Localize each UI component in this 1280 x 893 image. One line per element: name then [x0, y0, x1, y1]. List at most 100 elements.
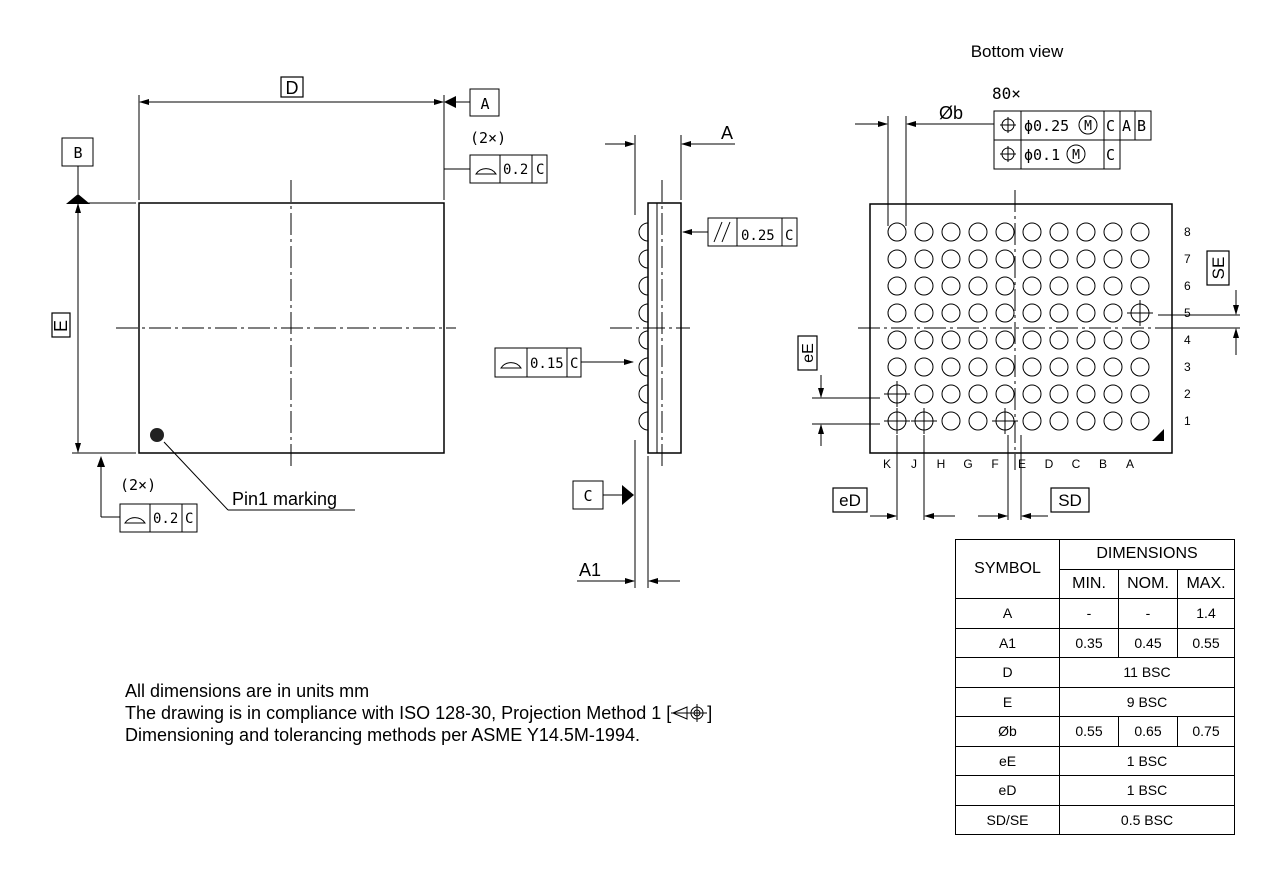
solder-ball [995, 357, 1015, 377]
solder-ball [1076, 303, 1096, 323]
solder-ball [1076, 357, 1096, 377]
solder-ball [1076, 276, 1096, 296]
dim-symbol: Øb [955, 716, 1060, 747]
pin1-corner-mark [1152, 429, 1164, 441]
solder-ball [941, 222, 961, 242]
column-label: K [883, 457, 891, 471]
label-eE: eE [800, 343, 817, 363]
dim-value: 11 BSC [1059, 657, 1235, 688]
dim-value: 1 BSC [1059, 745, 1235, 776]
row-label: 2 [1184, 387, 1191, 401]
solder-ball [941, 384, 961, 404]
side-ball [638, 222, 649, 242]
row-label: 6 [1184, 279, 1191, 293]
side-ball [638, 384, 649, 404]
count-2x-top: (2×) [470, 129, 506, 147]
solder-ball [1076, 330, 1096, 350]
column-label: E [1018, 457, 1026, 471]
min-header: MIN. [1059, 568, 1119, 599]
note-projection-end: ] [707, 703, 713, 723]
nom-header: NOM. [1118, 568, 1178, 599]
side-ball [638, 303, 649, 323]
position-value-2: ϕ0.1 [1024, 146, 1060, 164]
solder-ball [887, 222, 907, 242]
solder-ball [1103, 357, 1123, 377]
solder-ball [968, 303, 988, 323]
side-ball [638, 276, 649, 296]
solder-ball [1049, 330, 1069, 350]
solder-ball [1022, 249, 1042, 269]
position-value-1: ϕ0.25 [1024, 117, 1069, 135]
note-projection: The drawing is in compliance with ISO 12… [125, 702, 712, 724]
solder-ball [887, 249, 907, 269]
solder-ball [968, 276, 988, 296]
column-label: D [1045, 457, 1054, 471]
solder-ball [968, 357, 988, 377]
label-E: E [51, 320, 71, 332]
datum-A: A [480, 95, 489, 113]
count-80x: 80× [992, 84, 1021, 103]
solder-ball [1022, 222, 1042, 242]
mmc-2: M [1072, 148, 1080, 163]
dim-symbol: eD [955, 775, 1060, 806]
flatness-datum-bottom: C [185, 511, 193, 527]
count-2x-bottom: (2×) [120, 476, 156, 494]
label-SD: SD [1058, 491, 1082, 510]
max-header: MAX. [1177, 568, 1235, 599]
dim-min: - [1059, 598, 1119, 629]
flatness-datum-side: C [570, 356, 578, 372]
solder-ball [1076, 249, 1096, 269]
dim-nom: 0.65 [1118, 716, 1178, 747]
dim-symbol: A1 [955, 627, 1060, 658]
dim-max: 0.75 [1177, 716, 1235, 747]
solder-ball [941, 357, 961, 377]
flatness-value-bottom: 0.2 [153, 511, 178, 527]
label-A: A [721, 123, 733, 143]
solder-ball [914, 222, 934, 242]
dim-max: 0.55 [1177, 627, 1235, 658]
solder-ball [1049, 303, 1069, 323]
solder-ball [1130, 222, 1150, 242]
column-label: H [937, 457, 946, 471]
solder-ball [1022, 303, 1042, 323]
label-eD: eD [839, 491, 861, 510]
dim-symbol: SD/SE [955, 804, 1060, 835]
solder-ball [914, 357, 934, 377]
flatness-value-side: 0.15 [530, 356, 564, 372]
solder-ball [941, 276, 961, 296]
bottom-view-title: Bottom view [971, 42, 1064, 61]
note-projection-text: The drawing is in compliance with ISO 12… [125, 703, 672, 723]
symbol-header: SYMBOL [955, 539, 1060, 599]
dim-symbol: eE [955, 745, 1060, 776]
column-label: B [1099, 457, 1107, 471]
dim-value: 1 BSC [1059, 775, 1235, 806]
solder-ball [1022, 276, 1042, 296]
dim-symbol: E [955, 686, 1060, 717]
solder-ball [914, 330, 934, 350]
side-ball [638, 411, 649, 431]
top-view [51, 76, 548, 533]
flatness-datum-top: C [536, 162, 544, 178]
label-SE: SE [1209, 257, 1228, 280]
label-ob: Øb [939, 103, 963, 123]
parallel-datum: C [785, 228, 793, 244]
datum-B: B [73, 144, 82, 162]
solder-ball [995, 249, 1015, 269]
solder-ball [1103, 276, 1123, 296]
solder-ball [1076, 384, 1096, 404]
solder-ball [1022, 330, 1042, 350]
solder-ball [1022, 384, 1042, 404]
solder-ball [1049, 384, 1069, 404]
solder-ball [1103, 303, 1123, 323]
side-ball [638, 330, 649, 350]
solder-ball [1130, 357, 1150, 377]
row-label: 3 [1184, 360, 1191, 374]
